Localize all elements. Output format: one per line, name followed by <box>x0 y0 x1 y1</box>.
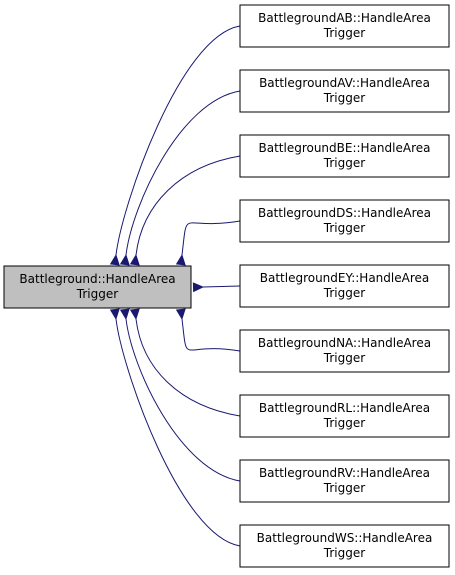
inheritance-arrow <box>175 308 241 352</box>
child-node-box <box>239 69 450 113</box>
inheritance-edge <box>119 90 241 266</box>
inheritance-edge <box>175 220 241 266</box>
child-node-box <box>239 459 450 503</box>
inheritance-arrow <box>119 308 241 482</box>
inheritance-arrow <box>109 308 241 547</box>
inheritance-arrow <box>129 155 241 266</box>
child-node-label-line1: BattlegroundRL::HandleArea <box>259 401 430 415</box>
child-node-box <box>239 264 450 308</box>
inheritance-edge <box>129 308 241 417</box>
root-node-label-line1: Battleground::HandleArea <box>19 272 175 286</box>
child-nodes-group: BattlegroundAB::HandleAreaTriggerBattleg… <box>239 4 450 568</box>
inheritance-edge <box>129 155 241 266</box>
child-node-label-line2: Trigger <box>323 26 365 40</box>
inheritance-arrow <box>109 25 241 266</box>
child-node-box <box>239 4 450 48</box>
child-node-box <box>239 134 450 178</box>
inheritance-edge <box>109 308 241 547</box>
inheritance-edge <box>119 308 241 482</box>
child-node-label-line2: Trigger <box>323 91 365 105</box>
child-node-label-line1: BattlegroundAB::HandleArea <box>258 11 431 25</box>
inheritance-edge <box>192 282 241 293</box>
root-node-label-line2: Trigger <box>76 287 118 301</box>
child-node-label-line2: Trigger <box>323 221 365 235</box>
child-node-label-line2: Trigger <box>323 286 365 300</box>
child-node-label-line1: BattlegroundDS::HandleArea <box>258 206 431 220</box>
inheritance-arrow <box>192 282 241 293</box>
inheritance-arrow <box>119 90 241 266</box>
edges-group <box>109 25 241 547</box>
child-node-box <box>239 329 450 373</box>
child-node-label-line1: BattlegroundNA::HandleArea <box>258 336 431 350</box>
inheritance-arrow <box>175 220 241 266</box>
child-node-label-line1: BattlegroundRV::HandleArea <box>259 466 430 480</box>
child-node-box <box>239 524 450 568</box>
inheritance-edge <box>175 308 241 352</box>
child-node-label-line2: Trigger <box>323 546 365 560</box>
child-node-label-line1: BattlegroundEY::HandleArea <box>260 271 430 285</box>
child-node-label-line1: BattlegroundWS::HandleArea <box>257 531 433 545</box>
child-node-label-line1: BattlegroundAV::HandleArea <box>259 76 430 90</box>
child-node-box <box>239 199 450 243</box>
root-node[interactable]: Battleground::HandleArea Trigger <box>3 265 192 309</box>
child-node-label-line2: Trigger <box>323 481 365 495</box>
child-node-label-line2: Trigger <box>323 156 365 170</box>
child-node-label-line1: BattlegroundBE::HandleArea <box>258 141 430 155</box>
child-node-label-line2: Trigger <box>323 351 365 365</box>
root-node-box <box>3 265 192 309</box>
inheritance-arrow <box>129 308 241 417</box>
inheritance-edge <box>109 25 241 266</box>
child-node-box <box>239 394 450 438</box>
child-node-label-line2: Trigger <box>323 416 365 430</box>
